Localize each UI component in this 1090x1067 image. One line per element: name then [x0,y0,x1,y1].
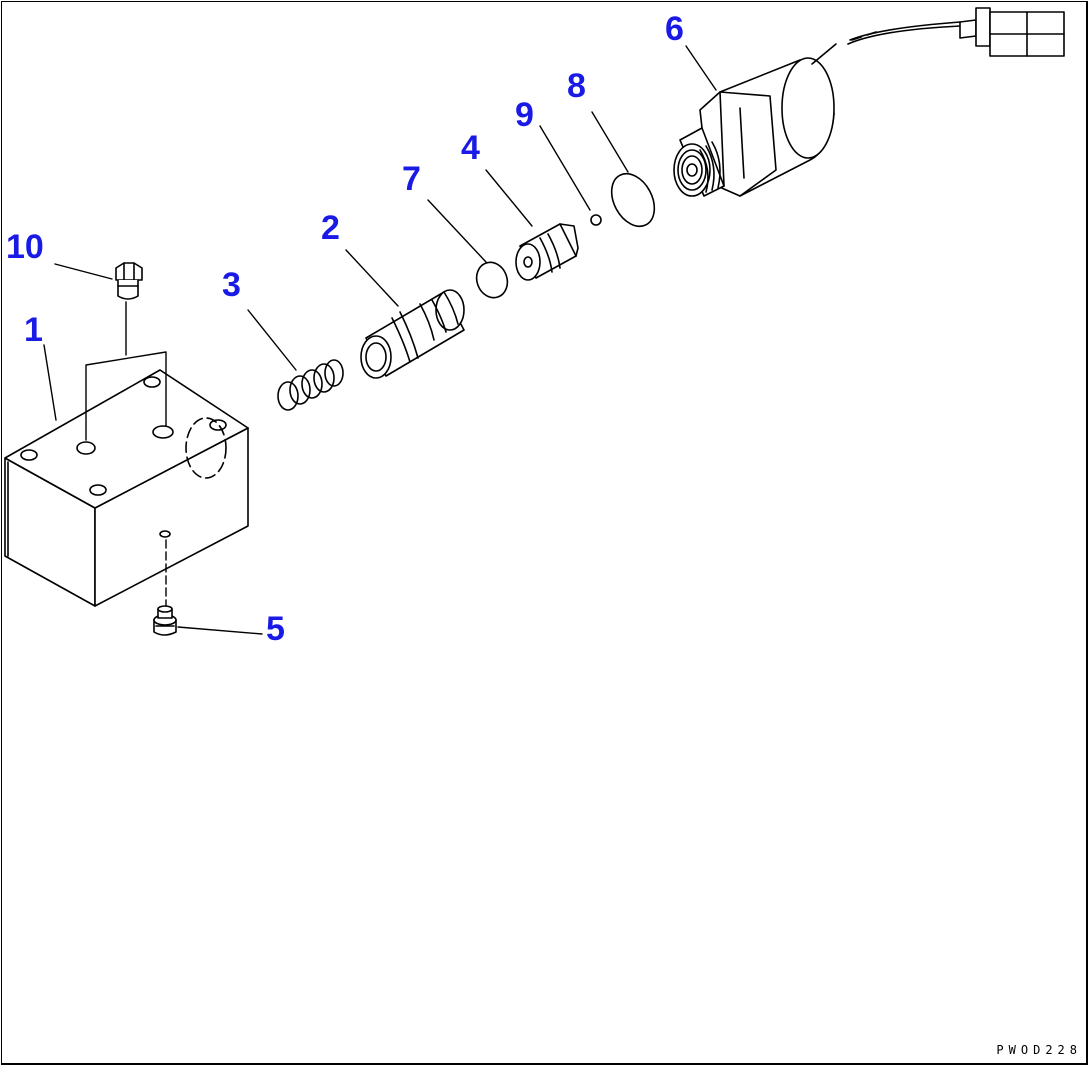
leader-lines [43,45,717,635]
callout-4: 4 [461,129,480,167]
ball-part-9 [590,214,602,226]
o-ring-part-7 [475,261,509,299]
o-ring-part-8 [610,172,656,228]
callout-6: 6 [665,10,684,48]
valve-body-block [4,369,249,607]
callout-2: 2 [321,209,340,247]
callout-10: 10 [6,228,44,266]
seat-part-4 [515,223,579,281]
spool-part-2 [360,289,465,379]
drawing-code: PWOD228 [996,1043,1082,1057]
solenoid-part-6 [673,7,1065,197]
callout-3: 3 [222,266,241,304]
callout-5: 5 [266,610,285,648]
callout-7: 7 [402,160,421,198]
spring-part-3 [277,359,344,411]
plug-part-5 [153,605,177,636]
callout-8: 8 [567,67,586,105]
callout-9: 9 [515,96,534,134]
plug-part-10 [115,262,143,300]
callout-1: 1 [24,311,43,349]
